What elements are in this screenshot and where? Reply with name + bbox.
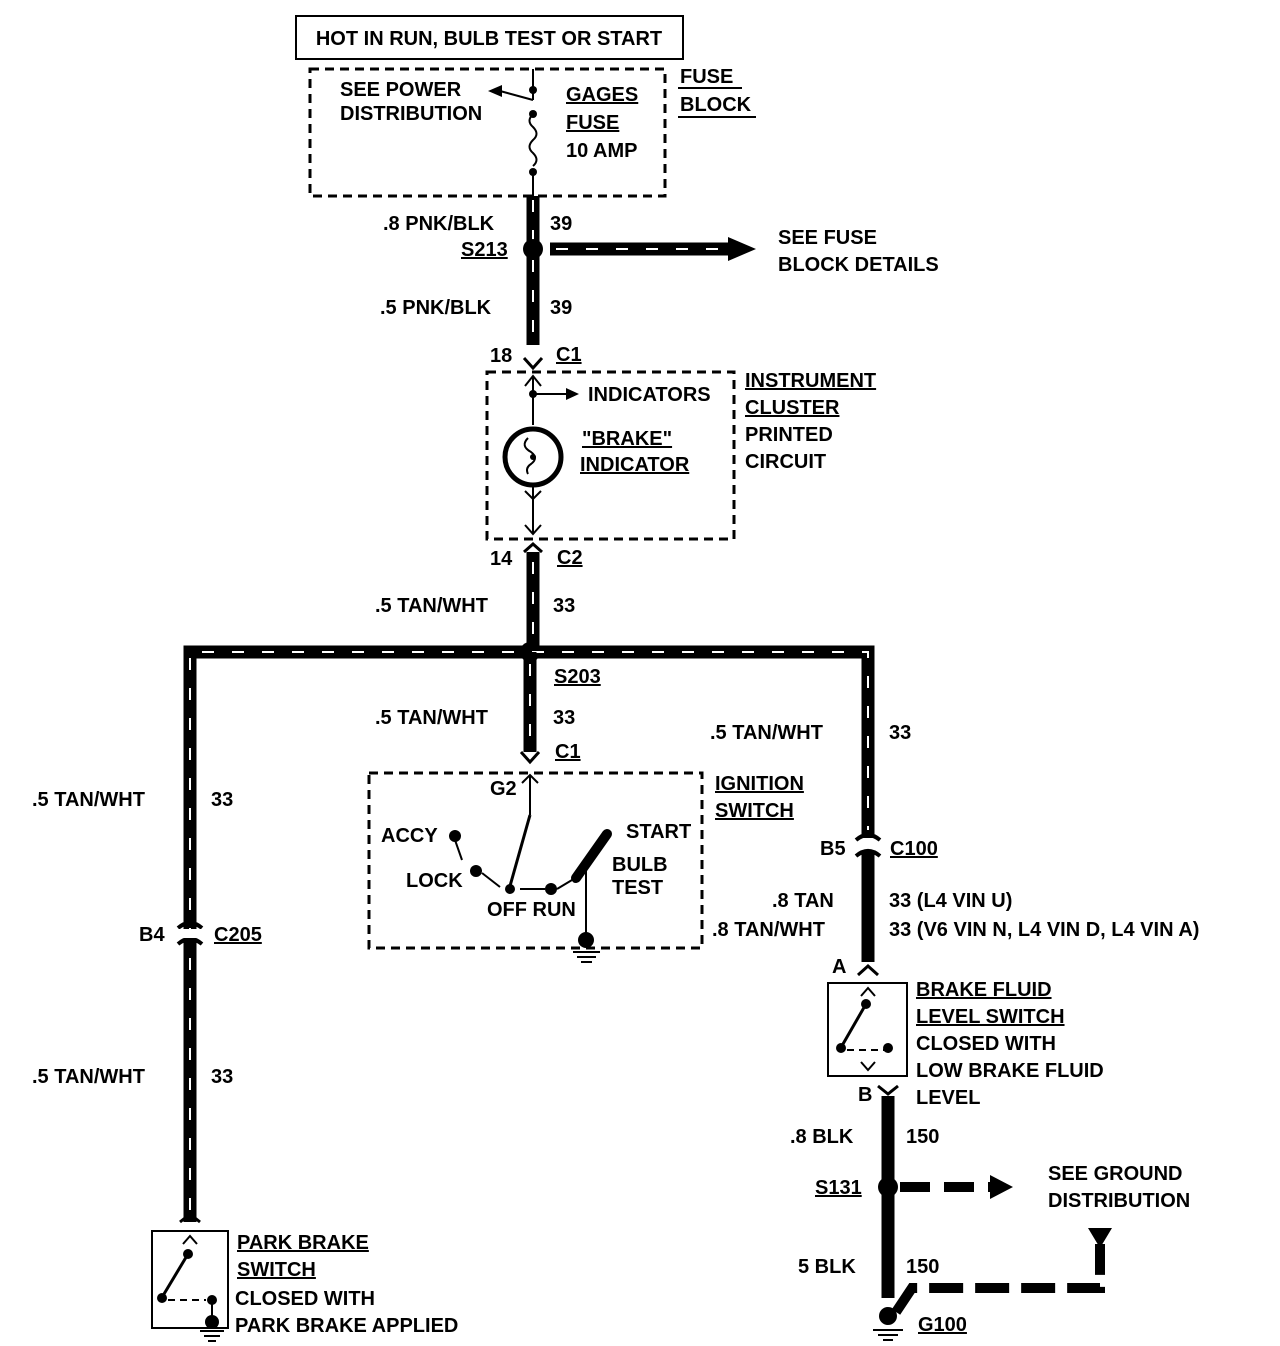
- splice-s131-dot: [878, 1177, 898, 1197]
- fuse-rating: 10 AMP: [566, 140, 638, 162]
- ground-upper-gauge: .8 BLK: [790, 1126, 854, 1148]
- park-brake-desc-line1: CLOSED WITH: [235, 1288, 375, 1310]
- s203-in-gauge: .5 TAN/WHT: [375, 595, 488, 617]
- accy-contact: [449, 830, 461, 842]
- g2-label: G2: [490, 778, 517, 800]
- cluster-title-line3: PRINTED: [745, 424, 833, 446]
- hot-condition-box: HOT IN RUN, BULB TEST OR START: [295, 15, 684, 60]
- fuse-name-line2: FUSE: [566, 112, 619, 134]
- cluster-c2-label: C2: [557, 547, 583, 569]
- ignition-title-line1: IGNITION: [715, 773, 804, 795]
- variant2-circuit: 33 (V6 VIN N, L4 VIN D, L4 VIN A): [889, 919, 1199, 941]
- instrument-cluster: 18 C1 INDICATORS "BRAKE" INDICATOR INSTR…: [485, 344, 876, 570]
- indicators-label: INDICATORS: [588, 384, 711, 406]
- s213-in-gauge: .8 PNK/BLK: [383, 213, 495, 235]
- s203-down-gauge: .5 TAN/WHT: [375, 707, 488, 729]
- s203-left-gauge: .5 TAN/WHT: [32, 789, 145, 811]
- see-fuse-line1: SEE FUSE: [778, 227, 877, 249]
- s213-out-gauge: .5 PNK/BLK: [380, 297, 492, 319]
- off-run-label: OFF RUN: [487, 899, 576, 921]
- ground-upper-circuit: 150: [906, 1126, 939, 1148]
- cluster-c1-label: C1: [556, 344, 582, 366]
- variant1-gauge: .8 TAN: [772, 890, 834, 912]
- ground-lower-circuit: 150: [906, 1256, 939, 1278]
- bf-title-line1: BRAKE FLUID: [916, 979, 1052, 1001]
- ground-section: .8 BLK 150 S131 SEE GROUND DISTRIBUTION …: [790, 1096, 1190, 1341]
- ignition-switch: C1 G2 ACCY LOCK OFF RUN START BULB TEST …: [367, 741, 804, 963]
- start-contact: [571, 829, 612, 883]
- s203-down-circuit: 33: [553, 707, 575, 729]
- park-brake-switch: PARK BRAKE SWITCH CLOSED WITH PARK BRAKE…: [151, 1212, 458, 1342]
- see-ground-arrow-icon: [990, 1175, 1013, 1199]
- fuse-block-title-line2: BLOCK: [680, 94, 752, 116]
- s131-id: S131: [815, 1177, 862, 1199]
- s203-right-circuit: 33: [889, 722, 911, 744]
- park-brake-title-line1: PARK BRAKE: [237, 1232, 369, 1254]
- c100-pin: B5: [820, 838, 846, 860]
- fuse-name-line1: GAGES: [566, 84, 638, 106]
- s213-out-circuit: 39: [550, 297, 572, 319]
- c205-pin: B4: [139, 924, 165, 946]
- see-power-line2: DISTRIBUTION: [340, 103, 482, 125]
- brake-fluid-level-switch: A B BRAKE FLUID LEVEL SWITCH CLOSED WITH…: [827, 956, 1104, 1109]
- cluster-title-line2: CLUSTER: [745, 397, 840, 419]
- c100-label: C100: [890, 838, 938, 860]
- g100-id: G100: [918, 1314, 967, 1336]
- see-ground-line1: SEE GROUND: [1048, 1163, 1182, 1185]
- bulb-label: BULB: [612, 854, 668, 876]
- s203-id: S203: [554, 666, 601, 688]
- ignition-title-line2: SWITCH: [715, 800, 794, 822]
- hot-condition-label: HOT IN RUN, BULB TEST OR START: [316, 28, 662, 50]
- bf-pin-b: B: [858, 1084, 872, 1106]
- c205-connector: B4 C205 .5 TAN/WHT 33: [32, 921, 262, 1088]
- bf-pin-a: A: [832, 956, 846, 978]
- left-lower-gauge: .5 TAN/WHT: [32, 1066, 145, 1088]
- see-fuse-line2: BLOCK DETAILS: [778, 254, 939, 276]
- s203-in-circuit: 33: [553, 595, 575, 617]
- c100-connector: B5 C100 .8 TAN 33 (L4 VIN U) .8 TAN/WHT …: [712, 833, 1199, 962]
- test-label: TEST: [612, 877, 663, 899]
- park-brake-title-line2: SWITCH: [237, 1259, 316, 1281]
- cluster-c2-pin: 14: [490, 548, 513, 570]
- cluster-title-line4: CIRCUIT: [745, 451, 826, 473]
- ground-dist-arrow-icon: [1088, 1228, 1112, 1248]
- s213-id: S213: [461, 239, 508, 261]
- run-contact: [545, 883, 557, 895]
- see-ground-line2: DISTRIBUTION: [1048, 1190, 1190, 1212]
- brake-indicator-line1: "BRAKE": [582, 428, 672, 450]
- cluster-c1-pin: 18: [490, 345, 512, 367]
- fuse-icon: [528, 113, 538, 167]
- park-brake-desc-line2: PARK BRAKE APPLIED: [235, 1315, 458, 1337]
- s213-in-circuit: 39: [550, 213, 572, 235]
- brake-indicator-line2: INDICATOR: [580, 454, 690, 476]
- variant1-circuit: 33 (L4 VIN U): [889, 890, 1012, 912]
- bf-desc-line3: LEVEL: [916, 1087, 980, 1109]
- see-power-line1: SEE POWER: [340, 79, 462, 101]
- left-lower-circuit: 33: [211, 1066, 233, 1088]
- s203-right-gauge: .5 TAN/WHT: [710, 722, 823, 744]
- ignition-c1-label: C1: [555, 741, 581, 763]
- variant2-gauge: .8 TAN/WHT: [712, 919, 825, 941]
- fuse-block: SEE POWER DISTRIBUTION GAGES FUSE 10 AMP…: [308, 66, 756, 198]
- c205-label: C205: [214, 924, 262, 946]
- lock-contact: [470, 865, 482, 877]
- fuse-block-title-line1: FUSE: [680, 66, 733, 88]
- bf-desc-line1: CLOSED WITH: [916, 1033, 1056, 1055]
- splice-s213-section: .8 PNK/BLK 39 S213 SEE FUSE BLOCK DETAIL…: [380, 196, 939, 345]
- s203-left-circuit: 33: [211, 789, 233, 811]
- bf-title-line2: LEVEL SWITCH: [916, 1006, 1065, 1028]
- start-label: START: [626, 821, 691, 843]
- cluster-title-line1: INSTRUMENT: [745, 370, 876, 392]
- ground-lower-gauge: 5 BLK: [798, 1256, 856, 1278]
- bf-desc-line2: LOW BRAKE FLUID: [916, 1060, 1104, 1082]
- see-fuse-arrow-icon: [728, 237, 756, 261]
- lock-label: LOCK: [406, 870, 463, 892]
- accy-label: ACCY: [381, 825, 438, 847]
